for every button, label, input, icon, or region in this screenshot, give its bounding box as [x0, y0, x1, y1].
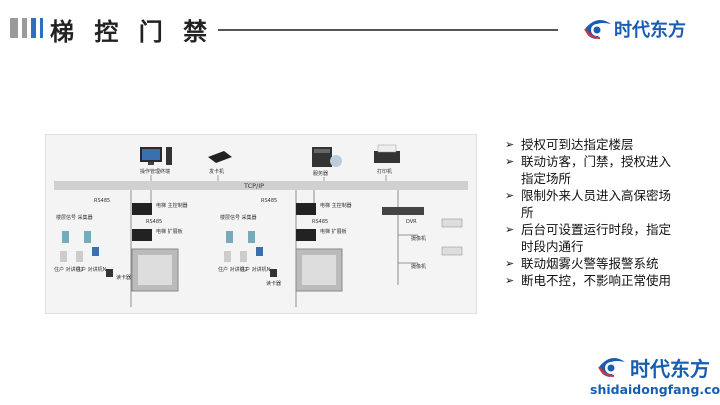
right-main-controller — [296, 203, 316, 215]
network-bus — [54, 181, 468, 190]
accent-bar-blue-2 — [40, 18, 43, 38]
pc-device: 操作管理终端 — [140, 147, 172, 175]
svg-text:DVR: DVR — [406, 219, 417, 225]
dvr-group: DVR 摄像机 摄像机 — [382, 190, 463, 285]
list-item: ➢限制外来人员进入高保密场所 — [505, 188, 672, 220]
printer-device: 打印机 — [374, 144, 400, 175]
svg-text:电梯 扩展板: 电梯 扩展板 — [320, 228, 347, 235]
elevator-access-diagram: TCP/IP 操作管理终端 发卡机 服务器 打印机 — [45, 134, 477, 314]
svg-text:楼层信号 采集器: 楼层信号 采集器 — [220, 214, 257, 221]
card-issuer-label: 发卡机 — [209, 168, 224, 175]
svg-text:住户 对讲机1: 住户 对讲机1 — [218, 266, 248, 273]
svg-text:电梯 主控制器: 电梯 主控制器 — [156, 202, 188, 209]
arrow-icon: ➢ — [505, 138, 515, 151]
watermark-logo-text: 时代东方 — [630, 356, 710, 381]
website-url: shidaidongfang.com — [590, 382, 720, 397]
server-label: 服务器 — [313, 170, 328, 177]
arrow-icon: ➢ — [505, 257, 515, 270]
dvr-device — [382, 207, 424, 215]
accent-bar-gray — [10, 18, 18, 38]
title-divider — [218, 29, 558, 31]
svg-text:摄像机: 摄像机 — [411, 235, 426, 242]
left-main-controller — [132, 203, 152, 215]
arrow-icon: ➢ — [505, 155, 515, 168]
eye-logo-icon — [584, 20, 611, 39]
arrow-icon: ➢ — [505, 274, 515, 287]
list-item: ➢联动访客，门禁，授权进入指定场所 — [505, 154, 672, 186]
svg-text:读卡器: 读卡器 — [266, 280, 281, 287]
left-elevator-group: RS485 电梯 主控制器 RS485 电梯 扩展板 楼层信号 采集器 住户 对… — [54, 190, 188, 307]
server-device: 服务器 — [312, 147, 342, 177]
accent-bar-blue — [31, 18, 36, 38]
list-item: ➢断电不控，不影响正常使用 — [505, 273, 672, 288]
pc-label: 操作管理终端 — [140, 168, 170, 175]
list-item: ➢授权可到达指定楼层 — [505, 137, 634, 152]
arrow-icon: ➢ — [505, 189, 515, 202]
brand-logo-text: 时代东方 — [614, 20, 686, 41]
svg-text:电梯 扩展板: 电梯 扩展板 — [156, 228, 183, 235]
network-label: TCP/IP — [243, 182, 264, 190]
camera-2 — [441, 246, 463, 256]
svg-text:RS485: RS485 — [146, 219, 162, 225]
svg-text:RS485: RS485 — [261, 198, 277, 204]
camera-1 — [441, 218, 463, 228]
card-issuer-device: 发卡机 — [208, 151, 232, 175]
topology-svg: TCP/IP 操作管理终端 发卡机 服务器 打印机 — [54, 144, 468, 307]
right-elevator-group: RS485 电梯 主控制器 RS485 电梯 扩展板 楼层信号 采集器 住户 对… — [218, 190, 352, 307]
brand-logo: 时代东方 — [582, 14, 686, 44]
feature-list: ➢授权可到达指定楼层 ➢联动访客，门禁，授权进入指定场所 ➢限制外来人员进入高保… — [505, 136, 675, 289]
page-title: 梯 控 门 禁 — [50, 18, 214, 46]
printer-label: 打印机 — [377, 168, 392, 175]
svg-text:RS485: RS485 — [94, 198, 110, 204]
svg-text:摄像机: 摄像机 — [411, 263, 426, 270]
list-item: ➢后台可设置运行时段，指定时段内通行 — [505, 222, 672, 254]
list-item: ➢联动烟雾火警等报警系统 — [505, 256, 659, 271]
eye-logo-icon — [598, 358, 625, 377]
svg-text:读卡器: 读卡器 — [116, 274, 131, 281]
svg-text:楼层信号 采集器: 楼层信号 采集器 — [56, 214, 93, 221]
watermark-logo: 时代东方 — [594, 352, 710, 382]
svg-text:RS485: RS485 — [312, 219, 328, 225]
accent-bar-gray-2 — [22, 18, 27, 38]
svg-text:电梯 主控制器: 电梯 主控制器 — [320, 202, 352, 209]
svg-text:住户 对讲机N: 住户 对讲机N — [240, 266, 271, 273]
left-extension-board — [132, 229, 152, 241]
arrow-icon: ➢ — [505, 223, 515, 236]
right-extension-board — [296, 229, 316, 241]
svg-text:住户 对讲机N: 住户 对讲机N — [76, 266, 107, 273]
svg-text:住户 对讲机1: 住户 对讲机1 — [54, 266, 84, 273]
